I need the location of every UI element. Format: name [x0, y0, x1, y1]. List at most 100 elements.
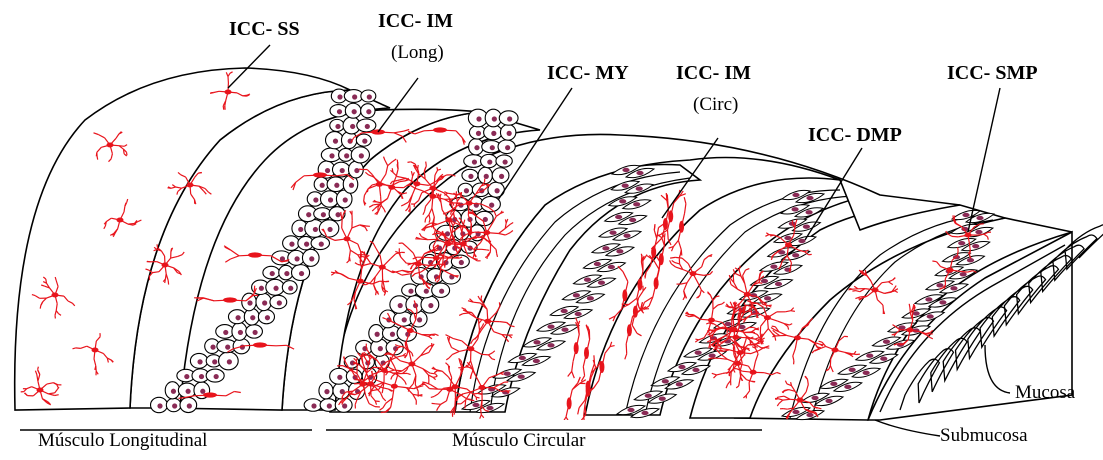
label-icc-im-circ: ICC- IM	[676, 62, 751, 85]
cell-nucleus	[186, 389, 191, 394]
spindle-nucleus	[561, 327, 568, 331]
cell-nucleus	[495, 188, 500, 193]
spindle-nucleus	[602, 246, 609, 250]
cell-nucleus	[200, 389, 205, 394]
cell-nucleus	[311, 403, 316, 408]
label-submucosa: Submucosa	[940, 425, 1028, 447]
spindle-nucleus	[636, 186, 643, 190]
spindle-nucleus	[587, 296, 594, 300]
cell-nucleus	[366, 109, 371, 114]
spindle-nucleus	[844, 385, 851, 389]
spindle-nucleus	[533, 359, 540, 363]
cell-nucleus	[328, 197, 333, 202]
spindle-nucleus	[622, 168, 629, 172]
spindle-nucleus	[616, 249, 623, 253]
cell-nucleus	[507, 116, 512, 121]
spindle-nucleus	[806, 413, 813, 417]
cell-nucleus	[157, 403, 162, 408]
spindle-nucleus	[533, 340, 540, 344]
spindle-nucleus	[811, 396, 818, 400]
cell-nucleus	[304, 242, 309, 247]
cell-nucleus	[329, 153, 334, 158]
cell-nucleus	[487, 159, 492, 164]
cell-nucleus	[337, 375, 342, 380]
label-musculo-longitudinal: Músculo Longitudinal	[38, 430, 207, 452]
spindle-nucleus	[975, 230, 982, 234]
icc-im-circ-cell	[581, 325, 589, 382]
cell-nucleus	[335, 124, 340, 129]
cell-nucleus	[408, 289, 413, 294]
cell-nucleus	[505, 145, 510, 150]
spindle-nucleus	[547, 324, 554, 328]
cell-nucleus	[350, 124, 355, 129]
cell-nucleus	[259, 286, 264, 291]
cell-nucleus	[273, 286, 278, 291]
cell-nucleus	[337, 94, 342, 99]
cell-nucleus	[270, 271, 275, 276]
cell-nucleus	[324, 389, 329, 394]
spindle-nucleus	[692, 368, 699, 372]
cell-nucleus	[349, 183, 354, 188]
cell-nucleus	[235, 315, 240, 320]
spindle-nucleus	[927, 314, 934, 318]
cell-nucleus	[489, 203, 494, 208]
cell-nucleus	[210, 345, 215, 350]
cell-nucleus	[468, 174, 473, 179]
cell-nucleus	[214, 374, 219, 379]
cell-nucleus	[298, 227, 303, 232]
cell-nucleus	[309, 256, 314, 261]
cell-nucleus	[320, 183, 325, 188]
spindle-nucleus	[662, 379, 669, 383]
cell-nucleus	[187, 403, 192, 408]
cell-nucleus	[474, 145, 479, 150]
cell-nucleus	[343, 197, 348, 202]
cell-nucleus	[342, 403, 347, 408]
cell-nucleus	[352, 109, 357, 114]
spindle-nucleus	[806, 196, 813, 200]
cell-nucleus	[333, 139, 338, 144]
spindle-nucleus	[594, 262, 601, 266]
cell-nucleus	[265, 315, 270, 320]
icc-im-circ-cell	[651, 193, 668, 249]
spindle-nucleus	[925, 297, 932, 301]
spindle-nucleus	[645, 393, 652, 397]
spindle-nucleus	[547, 343, 554, 347]
spindle-nucleus	[962, 213, 969, 217]
spindle-nucleus	[913, 311, 920, 315]
spindle-nucleus	[627, 408, 634, 412]
spindle-nucleus	[775, 282, 782, 286]
cell-nucleus	[424, 289, 429, 294]
spindle-nucleus	[676, 382, 683, 386]
spindle-nucleus	[659, 396, 666, 400]
cell-nucleus	[184, 374, 189, 379]
cell-nucleus	[417, 317, 422, 322]
spindle-nucleus	[629, 218, 636, 222]
spindle-nucleus	[761, 279, 768, 283]
label-icc-smp: ICC- SMP	[947, 62, 1038, 85]
cell-nucleus	[247, 300, 252, 305]
spindle-nucleus	[770, 264, 777, 268]
spindle-nucleus	[792, 193, 799, 197]
spindle-nucleus	[849, 368, 856, 372]
cell-nucleus	[225, 345, 230, 350]
spindle-nucleus	[619, 199, 626, 203]
spindle-nucleus	[764, 296, 771, 300]
spindle-nucleus	[863, 371, 870, 375]
label-icc-dmp: ICC- DMP	[808, 124, 902, 147]
cell-nucleus	[344, 153, 349, 158]
spindle-nucleus	[695, 350, 702, 354]
cell-nucleus	[277, 300, 282, 305]
spindle-nucleus	[803, 224, 810, 228]
cell-nucleus	[472, 159, 477, 164]
label-icc-im-long-sub: (Long)	[391, 42, 444, 64]
cell-nucleus	[375, 332, 380, 337]
spindle-nucleus	[561, 309, 568, 313]
cell-nucleus	[459, 260, 464, 265]
cell-nucleus	[476, 116, 481, 121]
spindle-nucleus	[825, 399, 832, 403]
spindle-nucleus	[598, 280, 605, 284]
spindle-nucleus	[622, 183, 629, 187]
pointer-submucosa	[875, 420, 940, 436]
cell-nucleus	[299, 271, 304, 276]
spindle-nucleus	[805, 210, 812, 214]
